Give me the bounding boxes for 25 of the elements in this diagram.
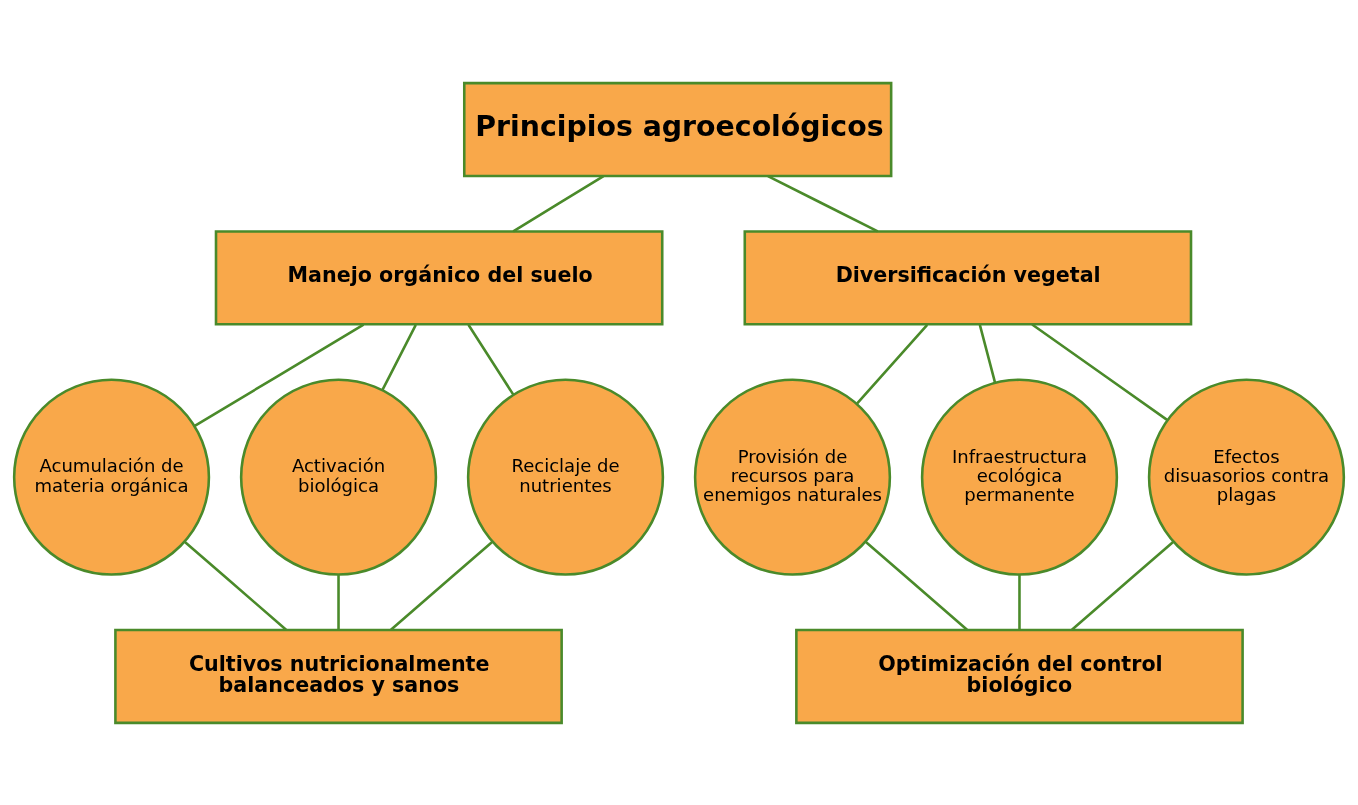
connector [864,540,968,631]
connector [767,174,879,232]
node-circle: Activación biológica [239,378,438,576]
node-circle: Reciclaje de nutrientes [466,378,665,576]
connector [194,322,365,427]
node-circle: Infraestructura ecológica permanente [920,378,1119,576]
connector [1031,323,1168,421]
connector [856,323,929,404]
node-box: Manejo orgánico del suelo [214,229,664,326]
connector [1018,574,1021,630]
node-box: Cultivos nutricionalmente balanceados y sanos [114,628,563,724]
connector [978,324,997,383]
connector [381,323,417,390]
connector [337,574,340,630]
connector [1071,540,1175,631]
connector [183,540,287,631]
connector [512,174,605,232]
connector [467,323,515,395]
connector [390,540,494,631]
node-box: Diversificación vegetal [743,229,1193,326]
node-box: Principios agroecológicos [462,81,893,177]
node-circle: Acumulación de materia orgánica [12,378,211,576]
node-circle: Provisión de recursos para enemigos naturales [693,378,892,576]
node-circle: Efectos disuasorios contra plagas [1147,378,1346,576]
node-box: Optimización del control biológico [795,628,1244,724]
